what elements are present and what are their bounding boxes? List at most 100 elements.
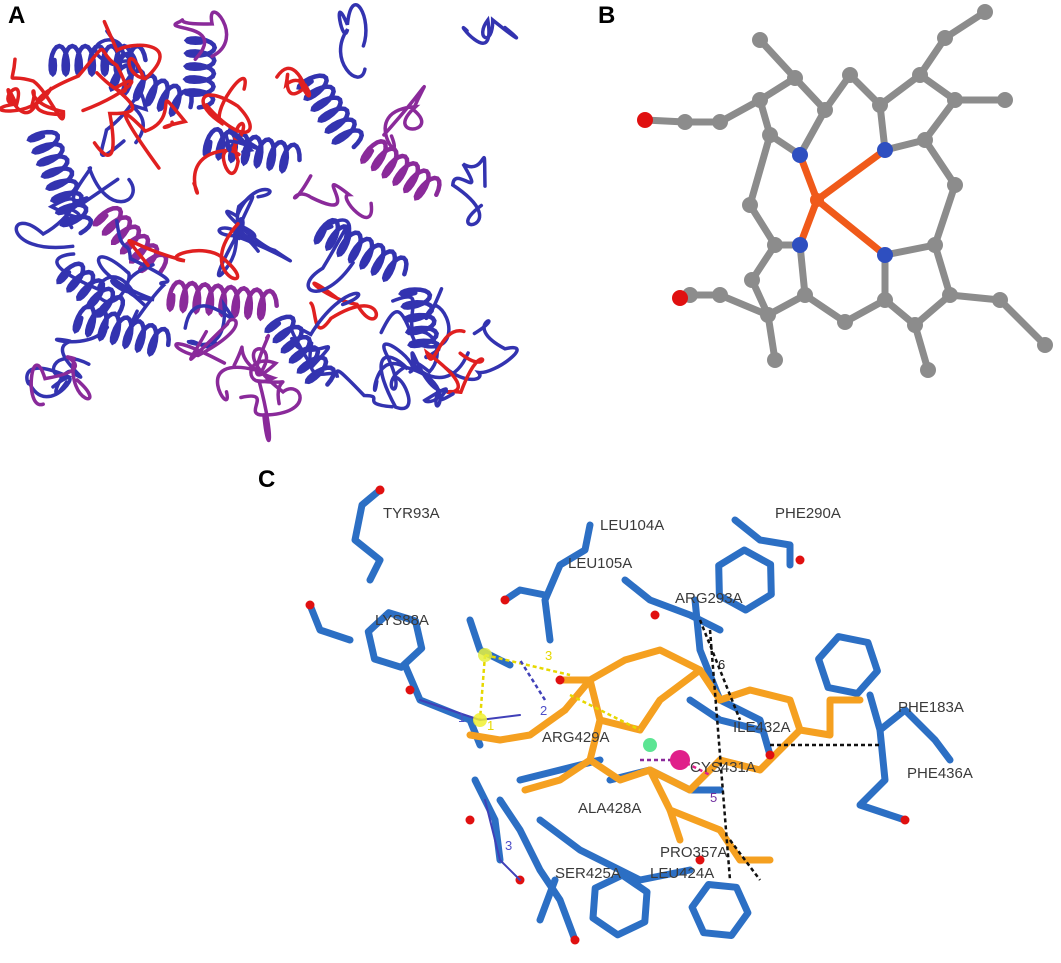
carbon-atom	[677, 114, 693, 130]
residue-stick	[536, 876, 559, 924]
heme-group	[637, 4, 1053, 378]
interaction-count-label: 3	[545, 648, 552, 663]
interaction-count-label: 3	[505, 838, 512, 853]
loop-segment	[215, 347, 302, 417]
loop-segment	[372, 355, 411, 411]
loop-segment	[337, 3, 368, 79]
residue-label: ARG293A	[675, 590, 743, 607]
loop-segment	[34, 47, 128, 117]
helix-segment	[72, 303, 171, 357]
helix-segment	[296, 73, 365, 150]
carbon-atom	[947, 177, 963, 193]
iron-coordination-line	[679, 758, 711, 777]
interaction-count-label: 1	[458, 710, 465, 725]
loop-segment	[127, 222, 240, 281]
carbon-atom	[762, 127, 778, 143]
residue-label: LYS88A	[375, 612, 429, 629]
loop-segment	[192, 122, 246, 195]
bond	[931, 181, 959, 249]
residue-stick	[688, 881, 752, 939]
oxygen-atom	[500, 595, 510, 605]
bond	[796, 151, 821, 204]
residue-stick	[686, 696, 764, 734]
carbon-atom	[920, 362, 936, 378]
carbon-atom	[742, 197, 758, 213]
residue-label: LEU105A	[568, 555, 632, 572]
nitrogen-atom	[792, 147, 808, 163]
bond	[813, 146, 889, 204]
loop-segment	[201, 76, 252, 134]
loop-segment	[292, 174, 374, 220]
loop-segment	[81, 79, 135, 157]
residue-stick	[466, 616, 514, 669]
hydrogen-bond-line	[518, 659, 547, 701]
loop-segment	[461, 15, 519, 45]
bond	[881, 241, 939, 259]
loop-segment	[382, 84, 426, 150]
helix-segment	[56, 261, 126, 318]
carbon-atom	[872, 97, 888, 113]
ribbon-group	[0, 3, 519, 443]
loop-segment	[55, 252, 147, 307]
carbon-atom	[837, 314, 853, 330]
oxygen-atom	[375, 485, 385, 495]
loop-segment	[289, 291, 361, 370]
carbon-atom	[712, 287, 728, 303]
residue-stick	[815, 633, 881, 697]
carbon-atom	[767, 352, 783, 368]
residue-label: PRO357A	[660, 844, 728, 861]
carbon-atom	[877, 292, 893, 308]
carbon-atom	[787, 70, 803, 86]
loop-segment	[10, 57, 66, 121]
contact-atom-highlight	[643, 738, 657, 752]
carbon-atom	[752, 32, 768, 48]
interaction-count-label: 6	[718, 657, 725, 672]
residue-label: CYS431A	[690, 759, 756, 776]
loop-segment	[239, 378, 285, 443]
loop-segment	[217, 194, 260, 253]
residue-stick	[471, 776, 504, 864]
carbon-atom	[917, 132, 933, 148]
carbon-atom	[712, 114, 728, 130]
residue-stick	[589, 871, 651, 939]
panel-a-label: A	[8, 2, 26, 29]
bond	[716, 291, 772, 319]
panel-b-label: B	[598, 2, 616, 29]
bond	[996, 296, 1049, 349]
hydrogen-bond-line	[569, 693, 641, 732]
carbon-atom	[842, 67, 858, 83]
loop-segment	[308, 341, 394, 409]
residue-stick	[621, 576, 724, 634]
residue-label: PHE290A	[775, 505, 841, 522]
carbon-atom	[797, 287, 813, 303]
hydrogen-bond-line	[478, 654, 487, 721]
heme-molecule-diagram	[637, 4, 1053, 378]
residue-label: ARG429A	[542, 729, 610, 746]
interaction-count-label: 1	[487, 718, 494, 733]
hydrogen-bond-line	[484, 799, 521, 881]
loop-segment	[71, 166, 135, 207]
residue-label: PHE436A	[907, 765, 973, 782]
protein-ribbon-diagram	[0, 3, 519, 443]
hydrogen-bond-line	[484, 653, 571, 677]
carbon-atom	[907, 317, 923, 333]
loop-segment	[275, 66, 312, 98]
loop-segment	[450, 155, 487, 227]
bond	[801, 291, 849, 326]
residue-stick	[364, 609, 426, 671]
carbon-atom	[977, 4, 993, 20]
loop-segment	[29, 355, 92, 407]
oxygen-atom	[672, 290, 688, 306]
residue-stick	[666, 806, 684, 844]
bond	[921, 136, 959, 189]
carbon-atom	[760, 307, 776, 323]
interaction-count-label: 2	[540, 703, 547, 718]
residue-label: ALA428A	[578, 800, 641, 817]
loop-segment	[173, 10, 229, 62]
bond	[796, 106, 829, 159]
hydrophobic-contact-line	[698, 619, 742, 721]
residue-label: SER425A	[555, 865, 621, 882]
nitrogen-atom	[792, 237, 808, 253]
oxygen-atom	[650, 610, 660, 620]
